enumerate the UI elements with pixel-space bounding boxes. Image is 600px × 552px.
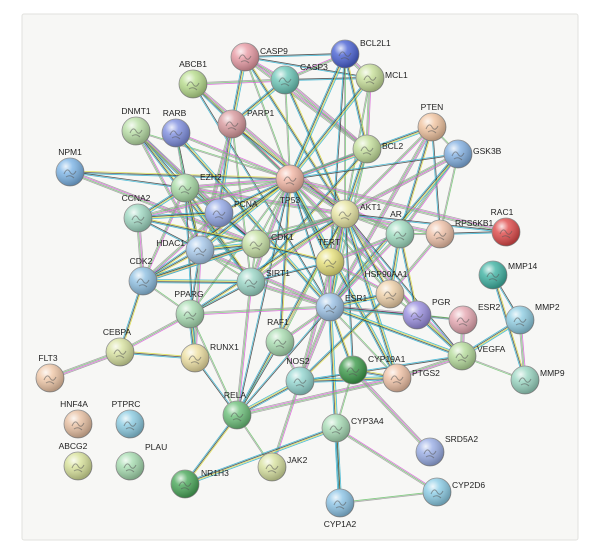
node-label: PTEN	[421, 102, 444, 112]
node-label: HNF4A	[60, 399, 88, 409]
node-dnmt1[interactable]: DNMT1	[121, 106, 151, 145]
node-label: CYP3A4	[351, 416, 384, 426]
node-label: VEGFA	[477, 344, 506, 354]
node-label: TP53	[280, 195, 301, 205]
node-npm1[interactable]: NPM1	[56, 147, 84, 186]
node-label: CDK2	[130, 256, 153, 266]
node-label: PGR	[432, 297, 450, 307]
node-label: RELA	[224, 390, 247, 400]
node-ccna2[interactable]: CCNA2	[122, 193, 152, 232]
node-label: RUNX1	[210, 342, 239, 352]
node-label: ESR2	[478, 302, 500, 312]
node-label: AR	[390, 209, 402, 219]
node-label: RAF1	[267, 317, 289, 327]
node-label: FLT3	[38, 353, 57, 363]
node-label: PLAU	[145, 442, 167, 452]
node-label: SIRT1	[266, 268, 290, 278]
node-pparg[interactable]: PPARG	[174, 289, 204, 328]
node-label: GSK3B	[473, 146, 502, 156]
node-label: MMP14	[508, 261, 538, 271]
node-cyp1a2[interactable]: CYP1A2	[324, 489, 357, 529]
node-label: ESR1	[345, 293, 367, 303]
node-abcb1[interactable]: ABCB1	[179, 59, 207, 98]
node-label: CYP19A1	[368, 354, 406, 364]
node-label: CEBPA	[103, 327, 132, 337]
node-label: HDAC1	[156, 238, 185, 248]
node-label: EZH2	[200, 172, 222, 182]
node-label: PTPRC	[112, 399, 141, 409]
node-label: CYP1A2	[324, 519, 357, 529]
node-label: RARB	[163, 108, 187, 118]
node-label: BCL2	[382, 141, 404, 151]
node-label: HSP90AA1	[365, 269, 408, 279]
node-label: PTGS2	[412, 368, 440, 378]
node-label: CASP9	[260, 46, 288, 56]
node-label: NR1H3	[201, 468, 229, 478]
node-label: MMP9	[540, 368, 565, 378]
node-label: MMP2	[535, 302, 560, 312]
node-label: DNMT1	[121, 106, 151, 116]
node-label: PARP1	[247, 108, 275, 118]
node-label: SRD5A2	[445, 434, 478, 444]
node-label: NOS2	[286, 356, 309, 366]
node-label: ABCG2	[59, 441, 88, 451]
node-label: CASP3	[300, 62, 328, 72]
node-label: NPM1	[58, 147, 82, 157]
node-label: ABCB1	[179, 59, 207, 69]
node-label: BCL2L1	[360, 38, 391, 48]
node-label: PPARG	[174, 289, 203, 299]
node-pten[interactable]: PTEN	[418, 102, 446, 141]
node-rarb[interactable]: RARB	[162, 108, 190, 147]
node-label: JAK2	[287, 455, 308, 465]
node-label: RPS6KB1	[455, 218, 494, 228]
node-tp53[interactable]: TP53	[276, 165, 304, 205]
node-label: CYP2D6	[452, 480, 485, 490]
node-label: AKT1	[360, 202, 382, 212]
node-tert[interactable]: TERT	[316, 237, 344, 276]
node-label: RAC1	[491, 207, 514, 217]
node-label: MCL1	[385, 70, 408, 80]
node-label: CCNA2	[122, 193, 151, 203]
node-label: TERT	[318, 237, 340, 247]
node-label: CDK1	[271, 232, 294, 242]
node-label: PCNA	[234, 199, 258, 209]
